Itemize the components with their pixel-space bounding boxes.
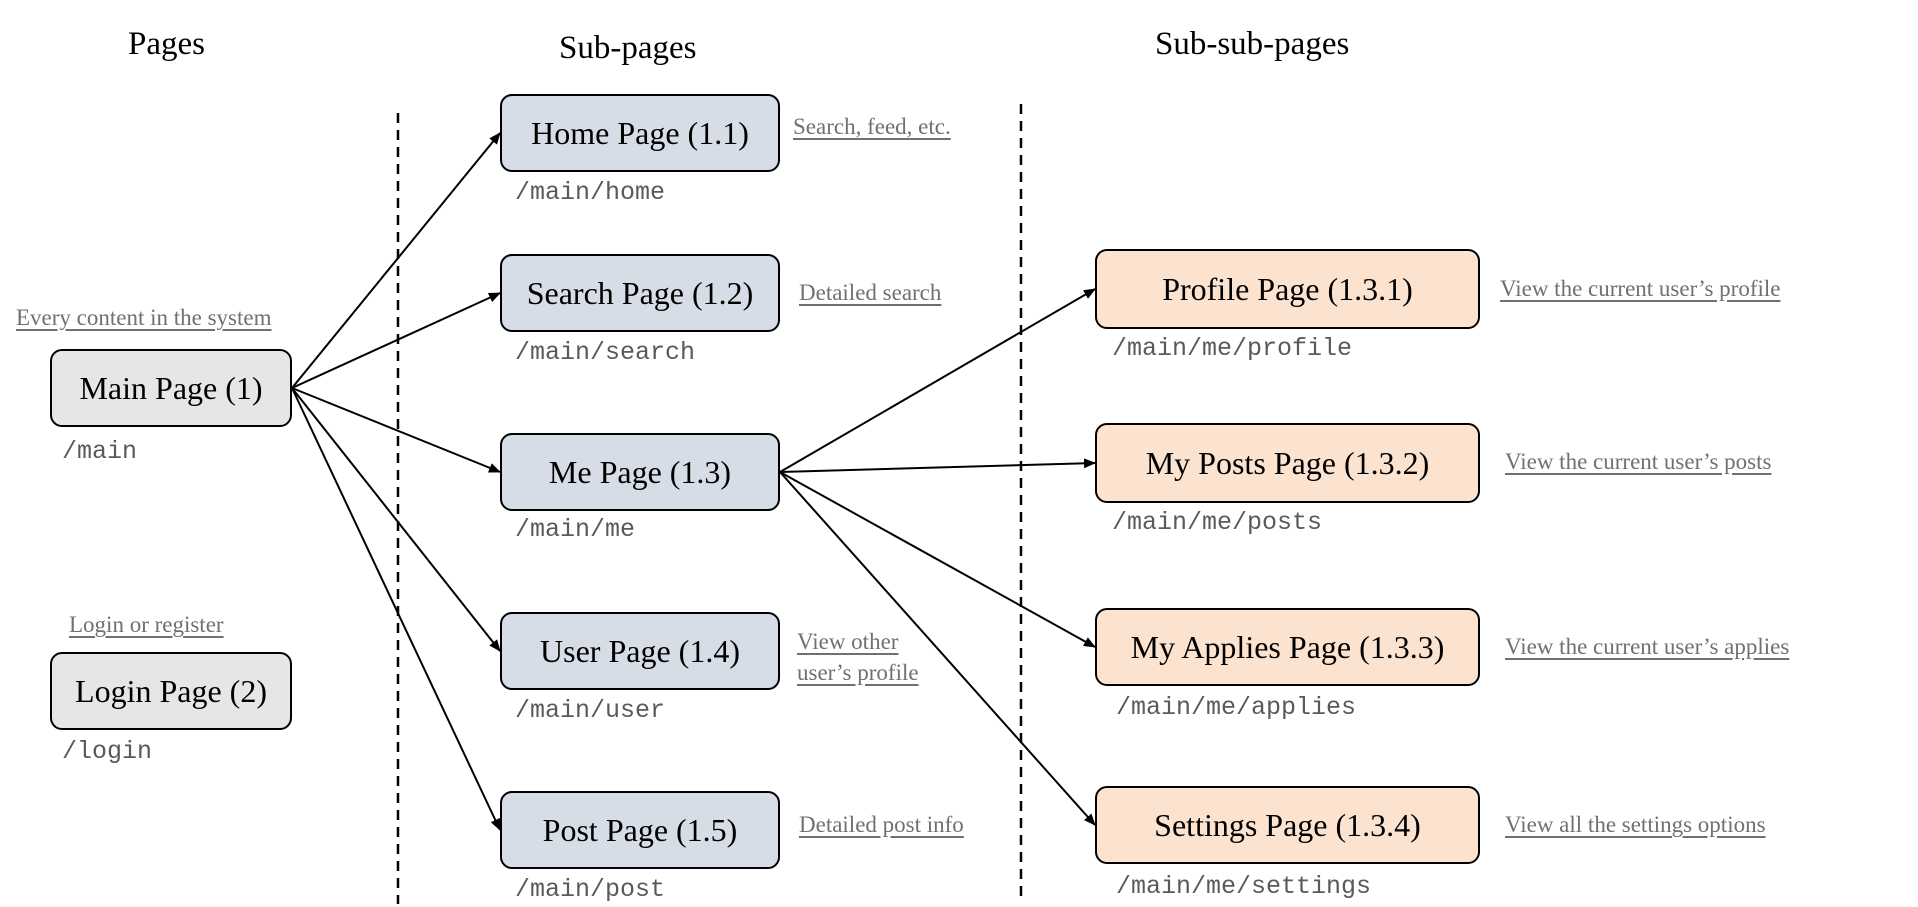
post-page-node: Post Page (1.5)	[500, 791, 780, 869]
edge-main-to-search	[291, 292, 501, 389]
profile-page-node: Profile Page (1.3.1)	[1095, 249, 1480, 329]
edge-me-to-settings	[779, 471, 1096, 826]
settings-page-note: View all the settings options	[1505, 812, 1766, 837]
main-page-path: /main	[62, 437, 138, 466]
column-title-subsubpages: Sub-sub-pages	[1155, 26, 1350, 62]
login-page-note: Login or register	[69, 612, 224, 637]
user-page-node: User Page (1.4)	[500, 612, 780, 690]
column-title-pages: Pages	[128, 26, 205, 62]
edge-main-to-home	[291, 132, 501, 389]
my-applies-page-note: View the current user’s applies	[1505, 634, 1790, 659]
login-page-path: /login	[62, 737, 153, 766]
search-page-note: Detailed search	[799, 280, 942, 305]
profile-page-path: /main/me/profile	[1112, 334, 1353, 363]
my-applies-page-path: /main/me/applies	[1116, 693, 1357, 722]
search-page-node: Search Page (1.2)	[500, 254, 780, 332]
my-applies-page-node: My Applies Page (1.3.3)	[1095, 608, 1480, 686]
my-posts-page-note: View the current user’s posts	[1505, 449, 1772, 474]
search-page-path: /main/search	[515, 338, 696, 367]
edge-me-to-posts	[779, 458, 1096, 473]
edge-main-to-post	[291, 387, 501, 831]
column-title-subpages: Sub-pages	[559, 30, 697, 66]
edge-me-to-applies	[779, 471, 1096, 648]
home-page-path: /main/home	[515, 178, 666, 207]
edge-main-to-me	[291, 387, 501, 473]
profile-page-note: View the current user’s profile	[1500, 276, 1781, 301]
home-page-note: Search, feed, etc.	[793, 114, 951, 139]
user-page-path: /main/user	[515, 696, 666, 725]
edge-me-to-profile	[779, 288, 1096, 473]
me-page-path: /main/me	[515, 515, 636, 544]
post-page-note: Detailed post info	[799, 812, 964, 837]
my-posts-page-node: My Posts Page (1.3.2)	[1095, 423, 1480, 503]
me-page-node: Me Page (1.3)	[500, 433, 780, 511]
my-posts-page-path: /main/me/posts	[1112, 508, 1323, 537]
home-page-node: Home Page (1.1)	[500, 94, 780, 172]
login-page-node: Login Page (2)	[50, 652, 292, 730]
main-page-node: Main Page (1)	[50, 349, 292, 427]
post-page-path: /main/post	[515, 875, 666, 904]
edge-main-to-user	[291, 387, 501, 652]
settings-page-node: Settings Page (1.3.4)	[1095, 786, 1480, 864]
settings-page-path: /main/me/settings	[1116, 872, 1372, 901]
user-page-note: View other user’s profile	[797, 629, 919, 685]
main-page-note: Every content in the system	[16, 305, 272, 330]
